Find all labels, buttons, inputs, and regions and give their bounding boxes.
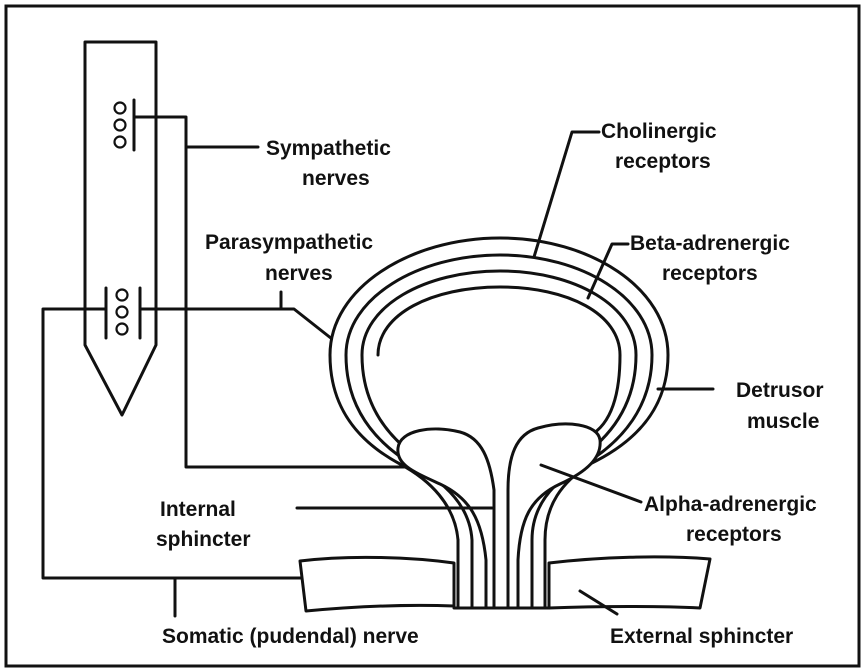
label-internal-line1: Internal (160, 498, 236, 521)
label-beta-line1: Beta-adrenergic (630, 232, 790, 255)
label-alpha-line2: receptors (686, 523, 782, 546)
label-internal-line2: sphincter (156, 528, 251, 551)
label-sympathetic-line1: Sympathetic (266, 137, 391, 160)
label-parasympathetic-line2: nerves (265, 262, 333, 285)
label-detrusor-line1: Detrusor (736, 379, 824, 402)
label-cholinergic-line2: receptors (615, 150, 711, 173)
label-beta-line2: receptors (662, 262, 758, 285)
label-external: External sphincter (610, 625, 793, 648)
label-cholinergic-line1: Cholinergic (601, 120, 717, 143)
label-alpha-line1: Alpha-adrenergic (644, 493, 817, 516)
label-sympathetic-line2: nerves (302, 167, 370, 190)
external-sphincter-left (300, 557, 454, 611)
label-somatic: Somatic (pudendal) nerve (162, 625, 419, 648)
external-sphincter-right (549, 557, 710, 608)
label-parasympathetic-line1: Parasympathetic (205, 231, 373, 254)
label-detrusor-line2: muscle (747, 410, 819, 433)
